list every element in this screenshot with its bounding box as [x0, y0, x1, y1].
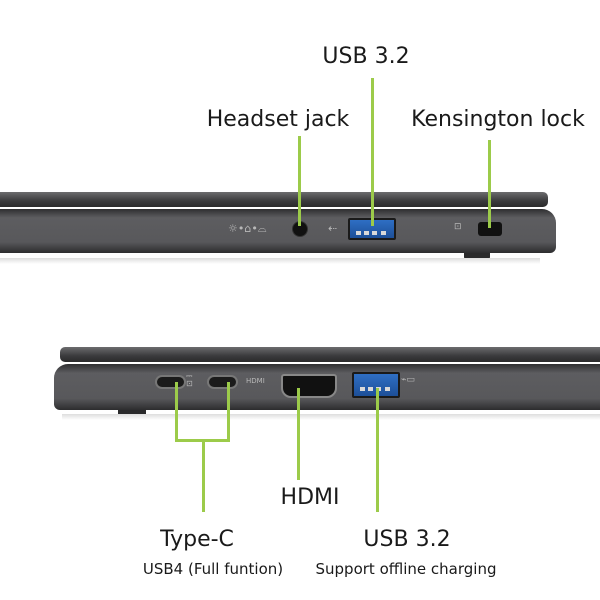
shadow: [62, 414, 600, 420]
offline-charging-icon: ⌁▭: [401, 375, 415, 385]
status-indicator-icons: ☼•⌂•⌓: [228, 222, 267, 235]
usb-callout-line: [371, 78, 374, 226]
kensington-lock-slot: [478, 222, 502, 236]
usb-sublabel: Support offline charging: [315, 560, 497, 578]
usb-symbol-icon: ⇠: [328, 222, 338, 235]
type-c-label: Type-C: [160, 527, 234, 552]
hdmi-marking: HDMI: [246, 377, 265, 385]
type-c-port-1: [155, 375, 186, 389]
laptop-foot: [464, 253, 490, 262]
hdmi-callout-line: [297, 388, 300, 480]
laptop-lid: [0, 192, 548, 207]
kensington-callout-line: [488, 140, 491, 228]
type-c-sublabel: USB4 (Full funtion): [142, 560, 284, 578]
usb-label: USB 3.2: [322, 44, 410, 69]
headset-label: Headset jack: [206, 107, 350, 132]
usb-callout-line: [376, 388, 379, 512]
hdmi-label: HDMI: [280, 485, 340, 510]
usb-label: USB 3.2: [363, 527, 451, 552]
type-c-callout-line-1: [175, 382, 178, 442]
type-c-callout-stem: [202, 439, 205, 512]
hdmi-port: [281, 374, 337, 398]
laptop-base: [0, 209, 556, 253]
laptop-lid: [60, 347, 600, 362]
kensington-label: Kensington lock: [411, 107, 585, 132]
usb-a-port: [348, 218, 396, 240]
headset-callout-line: [298, 136, 301, 226]
shadow: [0, 258, 540, 264]
type-c-port-2: [207, 375, 238, 389]
usb4-icon: ⎓⊡: [186, 371, 193, 388]
lock-symbol-icon: ⊡: [454, 222, 462, 232]
type-c-callout-line-2: [227, 382, 230, 442]
